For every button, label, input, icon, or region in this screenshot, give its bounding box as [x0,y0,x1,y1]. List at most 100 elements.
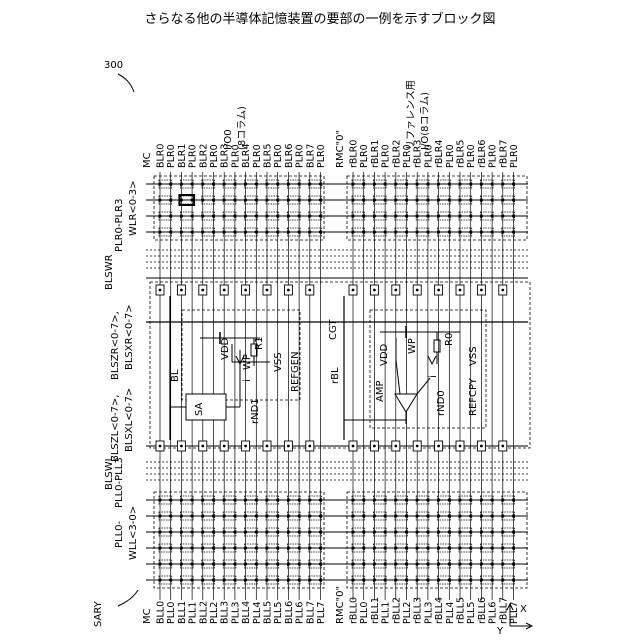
cell-node [276,198,279,201]
cell-node [298,198,301,201]
cell-node [469,530,472,533]
switch-node [501,289,504,292]
cell-node [512,578,515,581]
switch-node [180,289,183,292]
cell-node [158,530,161,533]
switch-node [480,289,483,292]
refgen-label: REFGEN [290,351,301,392]
cell-node [158,562,161,565]
cell-node [384,514,387,517]
cell-node [426,498,429,501]
cell-array-outline [154,176,324,240]
cell-node [426,578,429,581]
cell-node [180,498,183,501]
cell-node [501,514,504,517]
wp-left-label: WP [242,354,253,370]
cell-node [448,562,451,565]
cell-node [308,230,311,233]
cell-node [469,562,472,565]
cell-node [448,546,451,549]
cell-node [191,230,194,233]
cell-node [501,230,504,233]
cell-node [405,578,408,581]
cell-node [448,498,451,501]
bottom-ref-column-label: rBLL3 [413,597,424,624]
cell-node [458,214,461,217]
cell-node [458,514,461,517]
cell-node [180,514,183,517]
cell-node [265,198,268,201]
cell-node [298,182,301,185]
wll-label-b: WLL<3-0> [128,506,139,560]
cell-node [416,546,419,549]
cell-node [298,562,301,565]
switch-node [394,289,397,292]
cell-node [416,578,419,581]
cell-node [191,578,194,581]
rnd1-label: rND1 [250,398,261,424]
mc-top-label: MC [142,152,153,168]
cell-node [158,578,161,581]
cell-node [223,546,226,549]
cell-node [298,230,301,233]
switch-node [459,289,462,292]
cell-node [362,530,365,533]
cell-node [319,498,322,501]
top-column-label: PLR0 [316,144,327,168]
cell-node [233,578,236,581]
cell-node [373,230,376,233]
cell-node [233,198,236,201]
cell-node [255,198,258,201]
cell-node [351,182,354,185]
cell-node [437,198,440,201]
cell-node [255,578,258,581]
cell-node [223,214,226,217]
cell-node [491,230,494,233]
cell-node [223,530,226,533]
cell-node [233,182,236,185]
cell-node [458,546,461,549]
cell-node [158,214,161,217]
cell-node [394,514,397,517]
cell-node [405,182,408,185]
switch-node [244,445,247,448]
cell-node [512,546,515,549]
cell-node [233,214,236,217]
cell-node [491,182,494,185]
cell-node [394,578,397,581]
top-ref-column-label: rBLR6 [477,140,488,168]
cell-node [169,198,172,201]
top-column-label: PLR0 [230,144,241,168]
cell-node [351,514,354,517]
cell-node [287,562,290,565]
cgt-label: CGT [328,319,339,340]
cell-node [384,230,387,233]
cell-node [169,546,172,549]
top-ref-column-label: rBLR2 [391,140,402,168]
switch-node [437,445,440,448]
cell-node [426,214,429,217]
cell-node [158,546,161,549]
amp-label: AMP [375,381,386,403]
cell-node [501,578,504,581]
cell-node [212,230,215,233]
switch-node [266,445,269,448]
cell-node [437,546,440,549]
cell-node [180,214,183,217]
cell-node [480,546,483,549]
cell-node [244,230,247,233]
cell-node [276,514,279,517]
cell-node [223,562,226,565]
switch-node [159,289,162,292]
cell-node [233,514,236,517]
rmc-top-label: RMC"0" [335,130,346,168]
cell-node [501,562,504,565]
cell-node [351,498,354,501]
cell-node [191,182,194,185]
cell-node [191,546,194,549]
cell-node [319,562,322,565]
cell-node [373,546,376,549]
cell-node [394,530,397,533]
cell-node [255,546,258,549]
cell-node [469,198,472,201]
